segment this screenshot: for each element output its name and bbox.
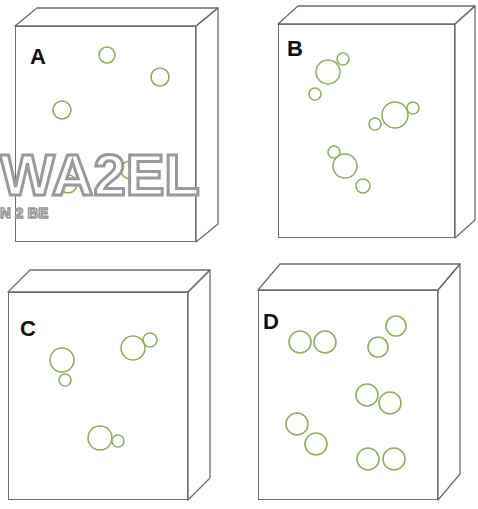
yeast-bud [369,118,381,130]
box-side [438,264,460,500]
culture-box: C [8,292,188,500]
yeast-cell [289,331,311,353]
yeast-cell [305,433,327,455]
yeast-bud [143,333,157,347]
box-side [455,6,475,238]
box-side [196,8,218,242]
yeast-cell [368,337,388,357]
yeast-cell [121,336,145,360]
box-top [278,6,475,24]
box-side [188,270,210,500]
yeast-cell [50,348,74,372]
yeast-cell [386,316,406,336]
yeast-bud [407,102,419,114]
yeast-bud [112,435,124,447]
yeast-bud [309,88,321,100]
watermark: WA2EL [0,146,200,204]
yeast-cell [382,102,408,128]
watermark-text: WA2EL [0,146,200,204]
culture-box: D [258,290,438,500]
yeast-cells [50,47,419,470]
box-faces [8,6,475,500]
yeast-cell [99,47,115,63]
box-letter: A [30,46,46,68]
yeast-bud [59,374,71,386]
culture-box: B [278,24,455,238]
yeast-cell [151,68,169,86]
yeast-cell [383,448,405,470]
yeast-cell [316,60,340,84]
yeast-cell [356,384,378,406]
box-top [15,8,218,26]
yeast-bud [337,53,349,65]
yeast-cell [286,413,308,435]
box-top [258,264,460,290]
yeast-cell [53,101,71,119]
yeast-cell [314,331,336,353]
box-letter: D [263,311,279,333]
watermark-text: N 2 BE [0,205,48,220]
yeast-cell [357,448,379,470]
box-top [8,270,210,292]
yeast-cell [88,426,112,450]
yeast-bud [356,179,370,193]
box-letter: C [20,318,36,340]
box-letter: B [287,38,303,60]
watermark: N 2 BE [0,204,48,222]
yeast-cell [379,392,401,414]
yeast-bud [328,146,340,158]
